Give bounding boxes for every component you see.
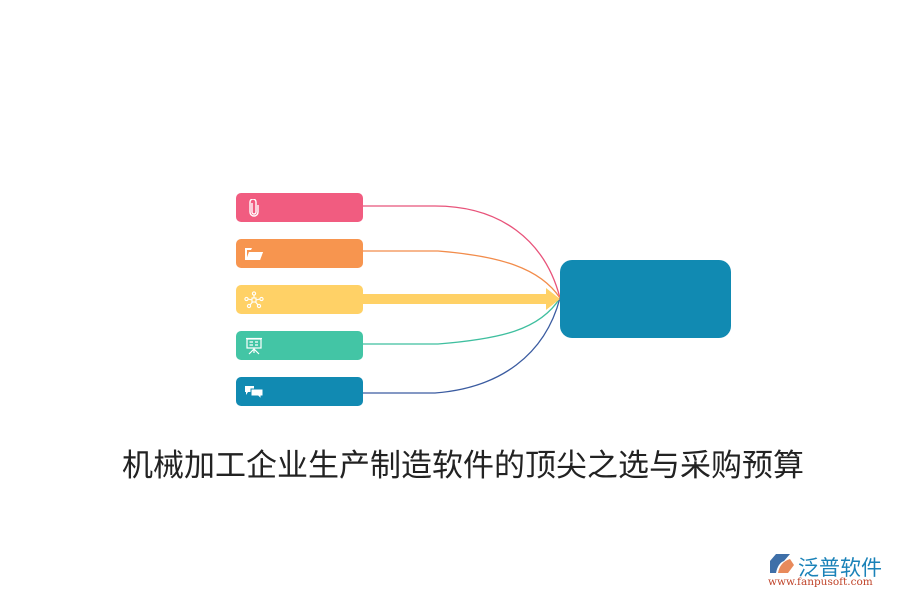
node-4[interactable] — [236, 331, 363, 360]
presentation-board-icon — [244, 336, 264, 356]
network-icon — [244, 290, 264, 310]
brand-logo[interactable]: 泛普软件 www.fanpusoft.com — [768, 552, 893, 592]
node-3[interactable] — [236, 285, 363, 314]
node-1[interactable] — [236, 193, 363, 222]
page-title: 机械加工企业生产制造软件的顶尖之选与采购预算 — [122, 448, 804, 484]
paperclip-icon — [244, 198, 264, 218]
center-node[interactable] — [560, 260, 731, 338]
brand-name: 泛普软件 — [798, 556, 882, 580]
chat-bubbles-icon — [244, 382, 264, 402]
brand-url[interactable]: www.fanpusoft.com — [768, 576, 873, 588]
node-2[interactable] — [236, 239, 363, 268]
fanpu-logo-icon — [768, 553, 796, 579]
node-5[interactable] — [236, 377, 363, 406]
folder-open-icon — [244, 244, 264, 264]
